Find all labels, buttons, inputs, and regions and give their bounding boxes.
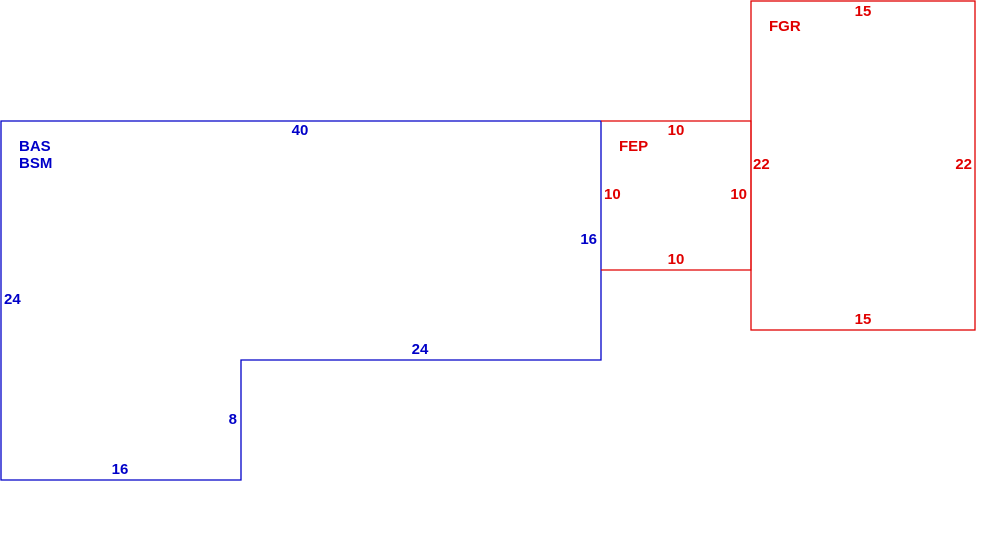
main-area-code-bas: BAS: [19, 138, 51, 155]
main-step-top-dimension: 24: [412, 341, 429, 358]
fgr-area-code: FGR: [769, 18, 801, 35]
main-right-dimension: 16: [580, 231, 597, 248]
fgr-bottom-dimension: 15: [855, 311, 872, 328]
main-left-dimension: 24: [4, 291, 21, 308]
fep-top-dimension: 10: [668, 122, 685, 139]
main-top-dimension: 40: [292, 122, 309, 139]
fgr-right-dimension: 22: [955, 156, 972, 173]
fep-left-dimension: 10: [604, 186, 621, 203]
fep-right-dimension: 10: [730, 186, 747, 203]
main-area-outline: [0, 120, 602, 481]
fep-bottom-dimension: 10: [668, 251, 685, 268]
fep-area-code: FEP: [619, 138, 648, 155]
fgr-left-dimension: 22: [753, 156, 770, 173]
fgr-area-outline: [750, 0, 976, 331]
fgr-top-dimension: 15: [855, 3, 872, 20]
main-area-code-bsm: BSM: [19, 155, 52, 172]
main-step-side-dimension: 8: [229, 411, 237, 428]
main-bottom-dimension: 16: [112, 461, 129, 478]
